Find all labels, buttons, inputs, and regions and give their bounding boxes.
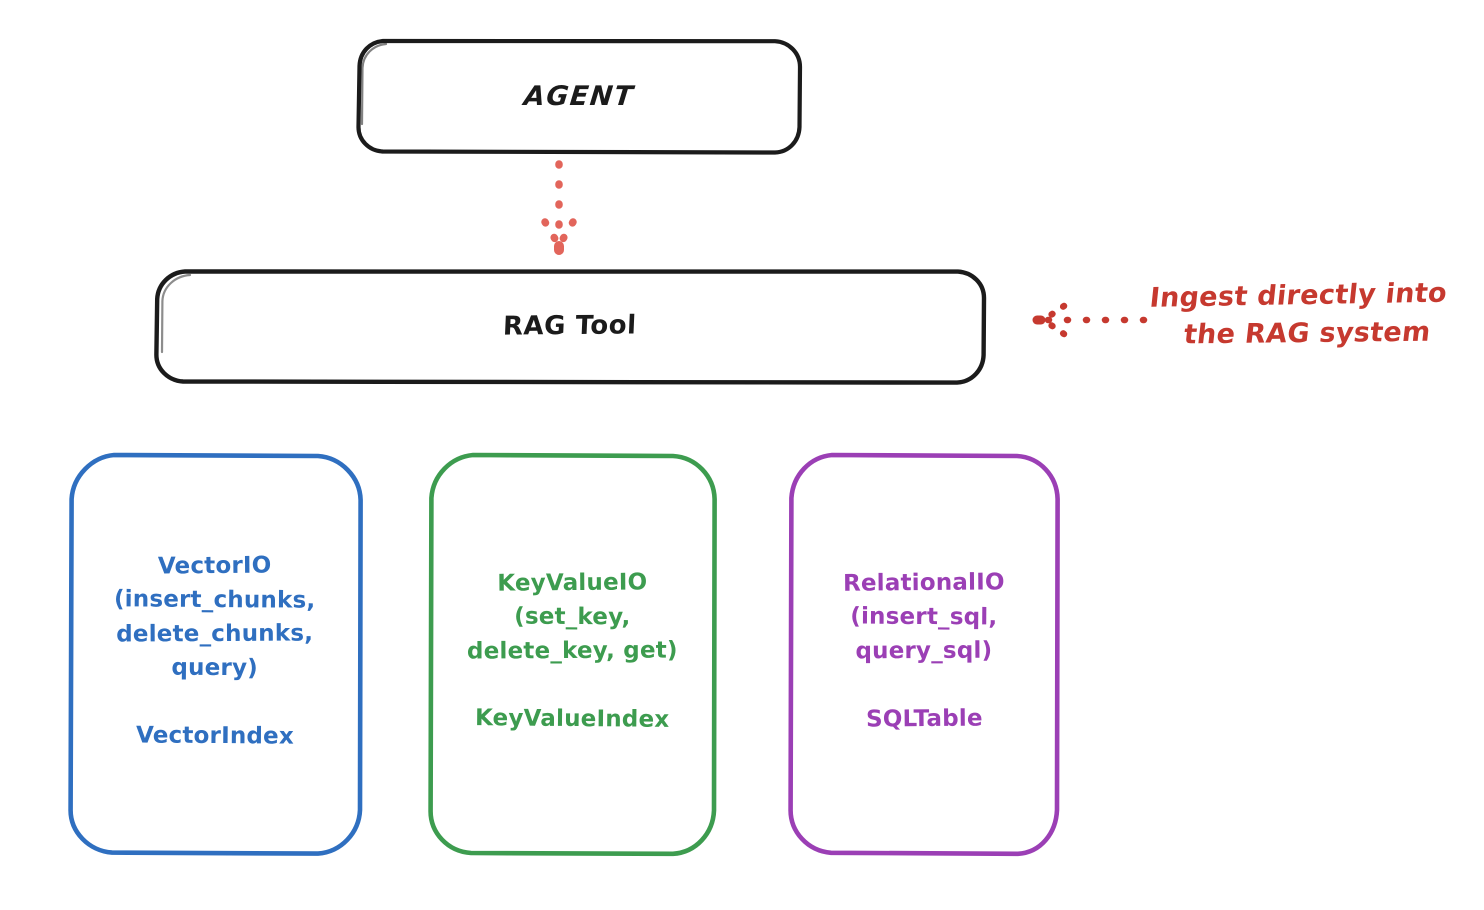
node-vector-io[interactable]: VectorIO (insert_chunks, delete_chunks, … <box>68 452 363 856</box>
node-agent-label: AGENT <box>522 80 636 112</box>
arrow-agent-to-rag-tool <box>541 160 577 255</box>
arrow-ingest-pointer <box>1032 302 1148 338</box>
api-line: (set_key, <box>513 603 631 631</box>
node-vector-io-api: VectorIO (insert_chunks, delete_chunks, … <box>114 549 316 685</box>
api-line: KeyValueIO <box>496 569 648 597</box>
api-line: delete_chunks, <box>116 620 314 648</box>
node-agent[interactable]: AGENT <box>356 38 803 155</box>
annotation-ingest: Ingest directly into the RAG system <box>1146 277 1476 353</box>
node-relational-io[interactable]: RelationalIO (insert_sql, query_sql) SQL… <box>788 452 1060 857</box>
api-line: (insert_sql, <box>850 603 998 631</box>
node-rag-tool[interactable]: RAG Tool <box>154 268 987 385</box>
node-key-value-io-api: KeyValueIO (set_key, delete_key, get) <box>467 566 678 668</box>
node-vector-io-index-label: VectorIndex <box>135 722 295 750</box>
api-line: VectorIO <box>158 552 272 580</box>
node-key-value-io-index-label: KeyValueIndex <box>474 705 670 733</box>
api-line: query_sql) <box>855 637 993 665</box>
node-rag-tool-label: RAG Tool <box>502 310 638 342</box>
node-key-value-io[interactable]: KeyValueIO (set_key, delete_key, get) Ke… <box>428 452 717 857</box>
annotation-ingest-line2: the RAG system <box>1182 316 1433 351</box>
api-line: delete_key, get) <box>466 637 678 665</box>
api-line: RelationalIO <box>843 569 1005 597</box>
api-line: query) <box>171 654 259 682</box>
node-relational-io-api: RelationalIO (insert_sql, query_sql) <box>843 566 1005 668</box>
api-line: (insert_chunks, <box>114 586 316 614</box>
annotation-ingest-line1: Ingest directly into <box>1148 277 1449 314</box>
node-relational-io-index-label: SQLTable <box>865 705 983 733</box>
